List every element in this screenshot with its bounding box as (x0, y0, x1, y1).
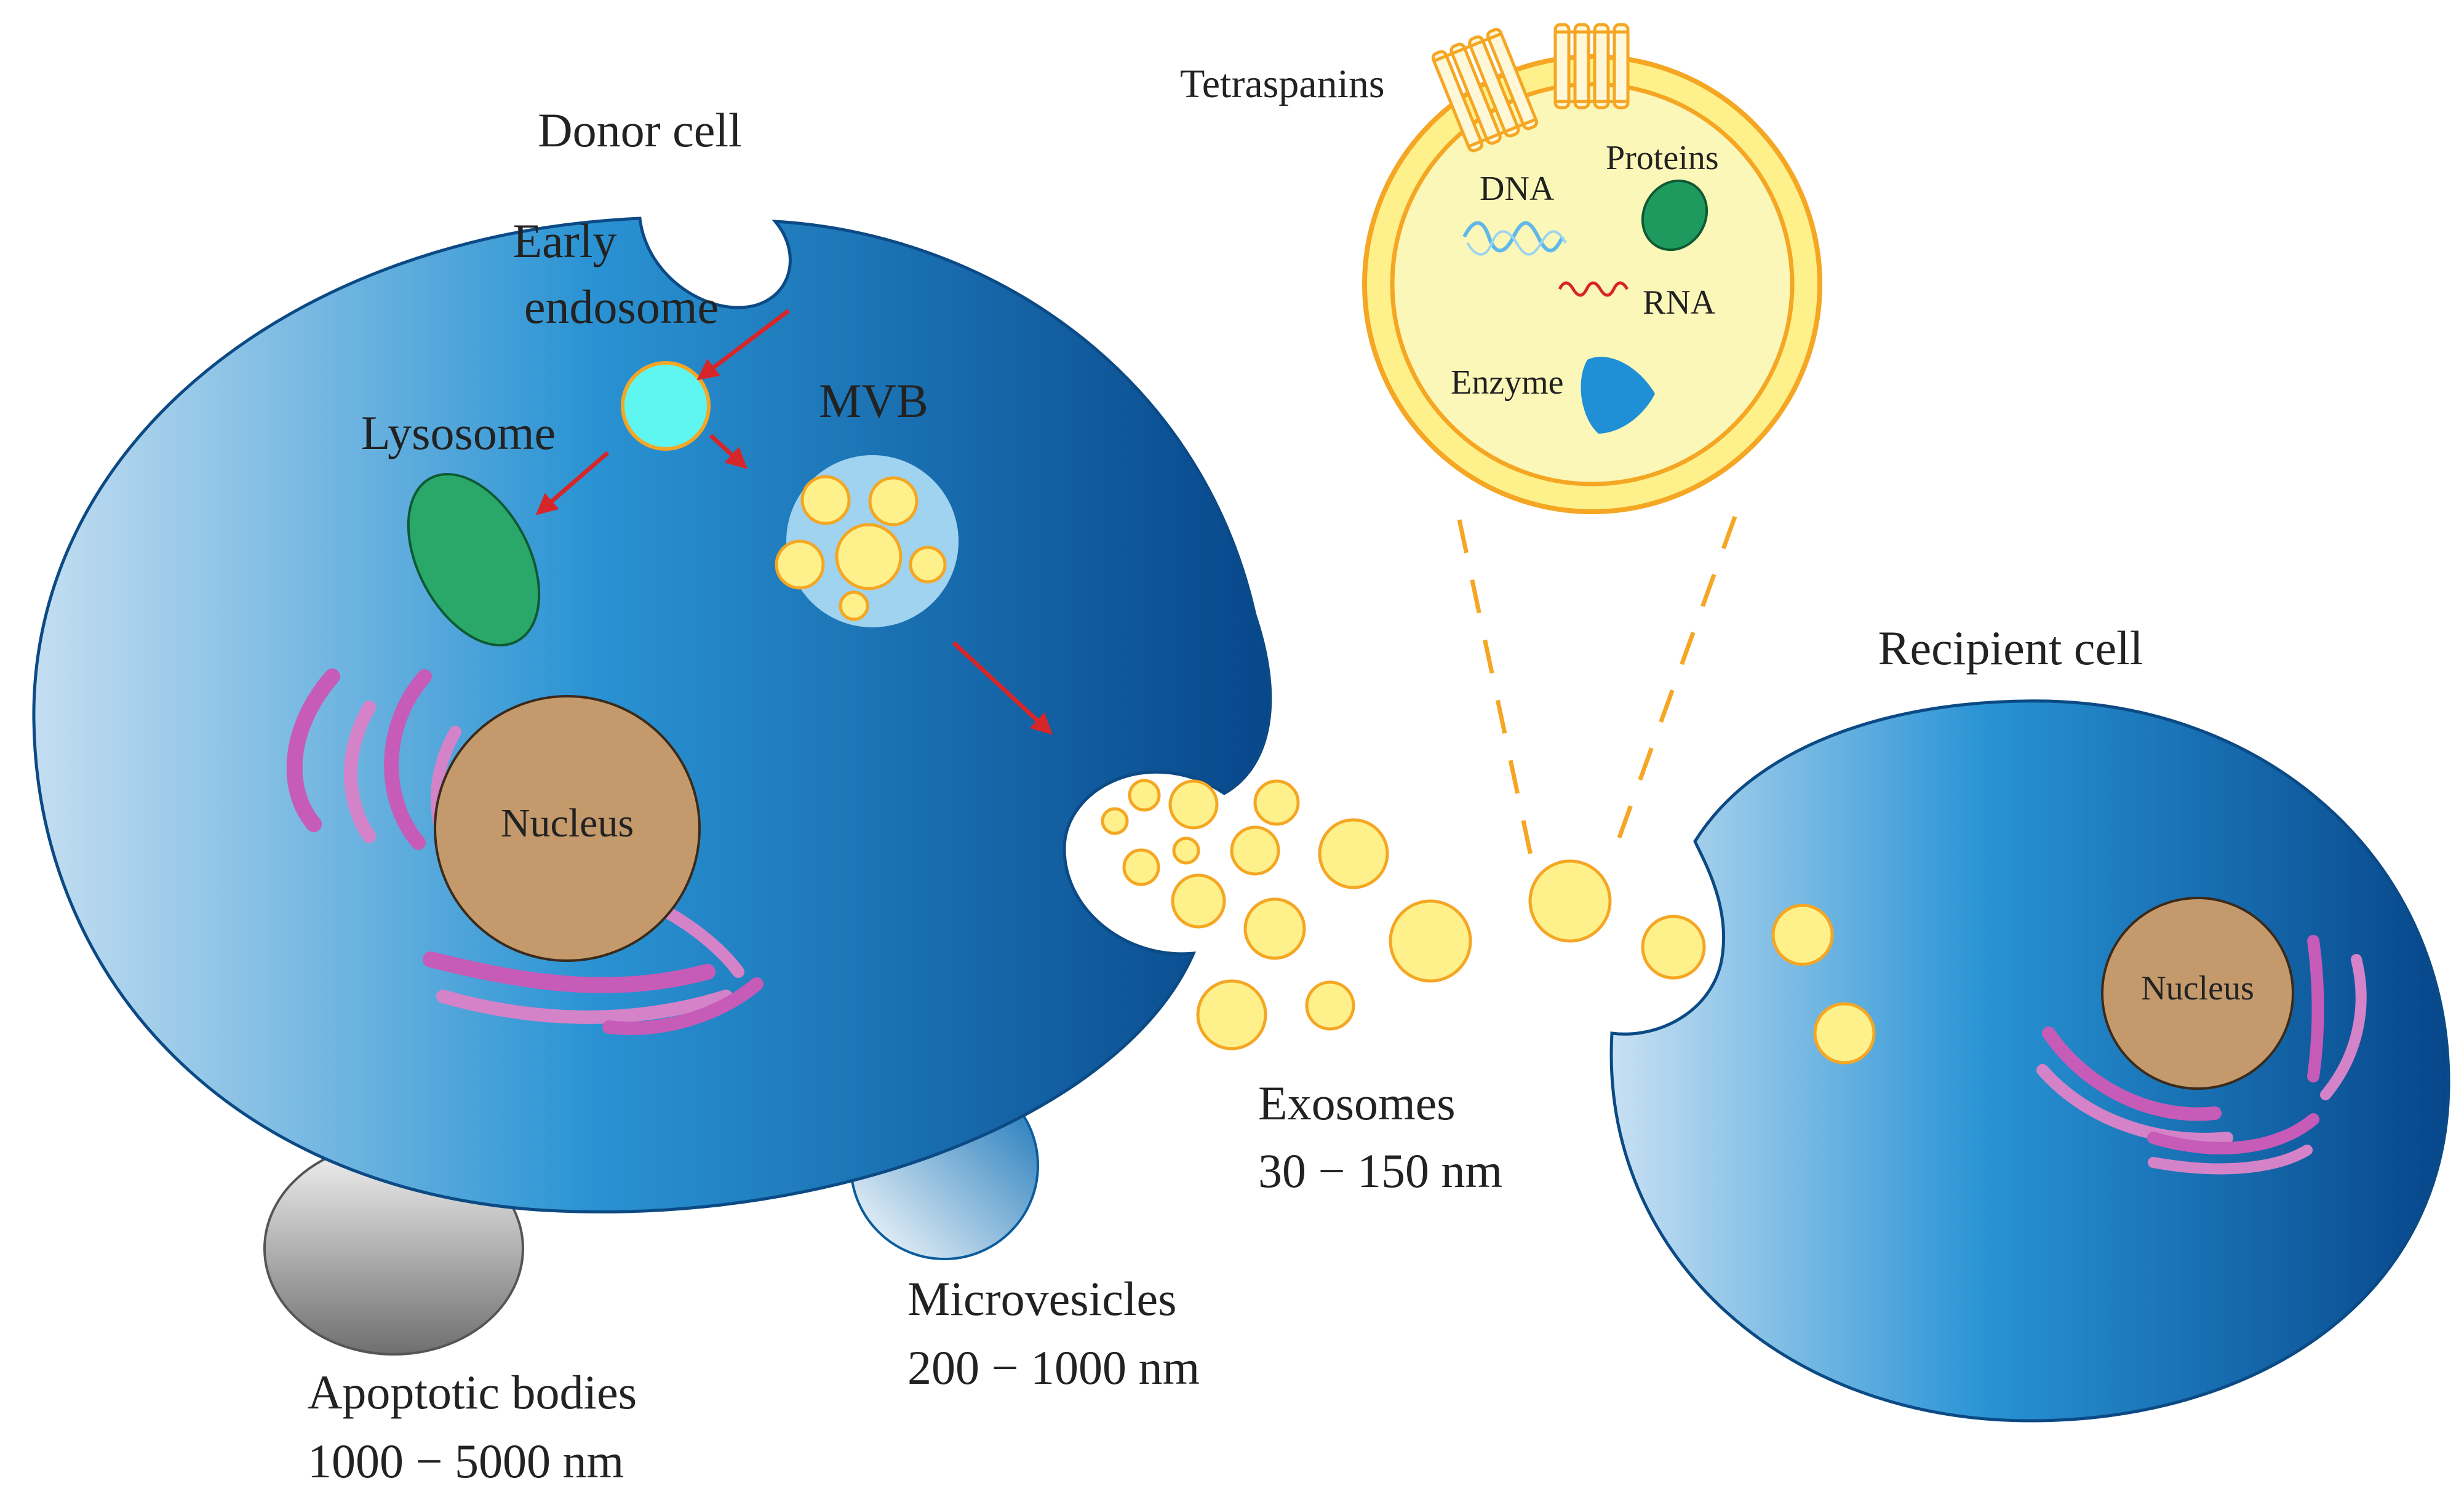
tetraspanins-label: Tetraspanins (1180, 62, 1385, 106)
early-endosome (621, 361, 711, 451)
recipient-exosomes (1771, 903, 1876, 1065)
recipient-nucleus-label: Nucleus (2141, 969, 2254, 1007)
protein-icon (1641, 179, 1708, 252)
exosomes-label: Exosomes (1258, 1076, 1456, 1130)
recipient-nucleus (2101, 897, 2294, 1090)
exosome-zoom (1362, 23, 1822, 514)
donor-nucleus (434, 695, 701, 962)
donor-cell-label: Donor cell (538, 103, 741, 157)
microvesicles-label: Microvesicles (907, 1272, 1177, 1325)
donor-nucleus-label: Nucleus (501, 801, 634, 846)
proteins-label: Proteins (1606, 139, 1719, 177)
lysosome (407, 472, 541, 647)
recipient-cell (1609, 699, 2450, 1423)
exosomes-size-label: 30 − 150 nm (1258, 1144, 1502, 1197)
early-endosome-label-line1: Early (513, 214, 617, 268)
recipient-cell-label: Recipient cell (1878, 621, 2143, 675)
apoptotic-bodies-size-label: 1000 − 5000 nm (308, 1434, 624, 1488)
rna-icon (1558, 281, 1629, 297)
donor-cell (32, 216, 1272, 1213)
golgi-apparatus-recipient (2036, 935, 2367, 1175)
zoom-lines (1457, 515, 1737, 862)
pathway-arrows (535, 309, 1053, 735)
dna-label: DNA (1480, 170, 1555, 208)
apoptotic-bodies-label: Apoptotic bodies (308, 1365, 637, 1419)
tetraspanin-proteins (1431, 23, 1630, 153)
lysosome-label: Lysosome (361, 406, 556, 459)
exosomes (1101, 779, 1706, 1050)
microvesicles-size-label: 200 − 1000 nm (907, 1341, 1200, 1394)
dna-icon-strand (1466, 230, 1567, 256)
enzyme-label: Enzyme (1451, 363, 1563, 402)
mvb-label: MVB (819, 374, 928, 427)
rna-label: RNA (1643, 284, 1716, 322)
mvb-vesicles (775, 475, 947, 621)
enzyme-icon (1581, 357, 1655, 434)
early-endosome-label-line2: endosome (524, 280, 719, 333)
